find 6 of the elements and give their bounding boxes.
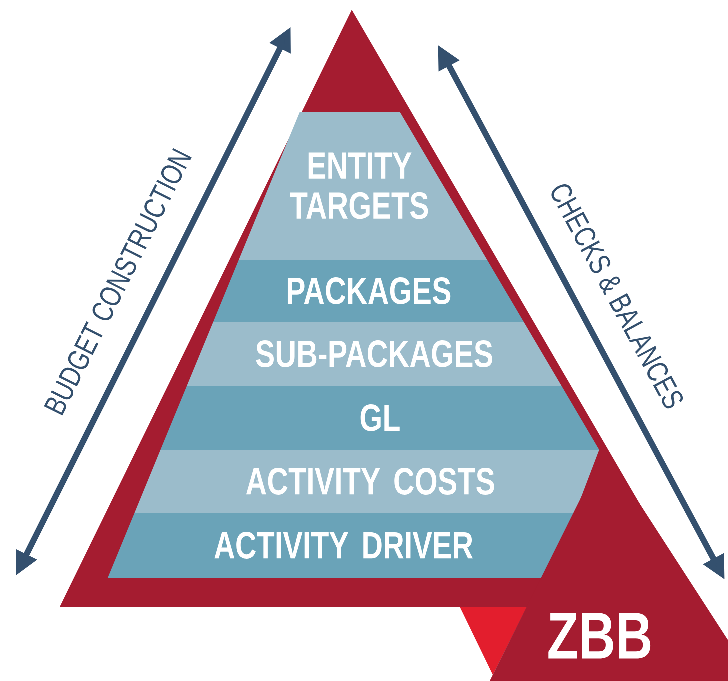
pyramid-band: ACTIVITY DRIVER [108, 513, 576, 578]
pyramid-band: ENTITY TARGETS [239, 112, 488, 260]
pyramid-band: GL [160, 386, 600, 450]
pyramid-band: SUB-PACKAGES [187, 322, 562, 386]
pyramid-band: ACTIVITY COSTS [134, 450, 600, 513]
pyramid-band: PACKAGES [214, 260, 524, 322]
